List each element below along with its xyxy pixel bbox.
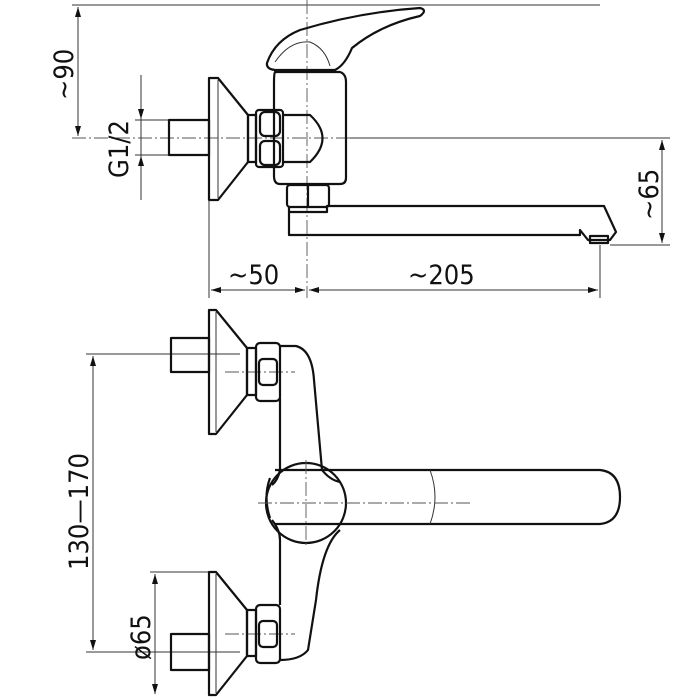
nut-face (258, 110, 282, 138)
handle-dome (274, 41, 331, 67)
lower-union-nut (254, 603, 282, 665)
union-nut (254, 108, 285, 169)
flange-ring (245, 608, 258, 658)
aerator (588, 234, 610, 245)
inlet-elbow (283, 113, 324, 164)
nut-face (258, 139, 282, 167)
wall-flange (207, 76, 250, 202)
spout-nut (285, 183, 331, 209)
upper-union-nut (254, 341, 282, 403)
spout-reach-label: ~205 (408, 260, 475, 291)
spout (275, 468, 622, 526)
wall-offset-label: ~50 (228, 260, 279, 291)
nut-face (257, 619, 279, 649)
thread-dimension-label: G1/2 (104, 120, 135, 178)
spout (287, 204, 618, 242)
spout-height-label: ~65 (634, 169, 665, 220)
height-dimension-label: ~90 (49, 49, 80, 100)
spacing-label: 130—170 (64, 453, 95, 570)
lever-handle (265, 6, 426, 72)
flange-ring (245, 346, 258, 397)
mixer-body-inner (271, 398, 282, 605)
spout-section (429, 469, 436, 525)
inlet-pipe (167, 118, 211, 157)
nut-face (257, 357, 279, 387)
mixer-body-outline (279, 344, 341, 662)
front-view: 130—170 ø65 (64, 308, 622, 697)
mixer-body (272, 70, 348, 186)
spout-base (265, 477, 272, 519)
side-view: ~90 G1/2 ~65 (49, 0, 670, 298)
upper-inlet-pipe (169, 336, 211, 374)
flange-ring (246, 113, 258, 164)
lower-wall-flange (207, 570, 249, 697)
diameter-label: ø65 (126, 614, 157, 660)
